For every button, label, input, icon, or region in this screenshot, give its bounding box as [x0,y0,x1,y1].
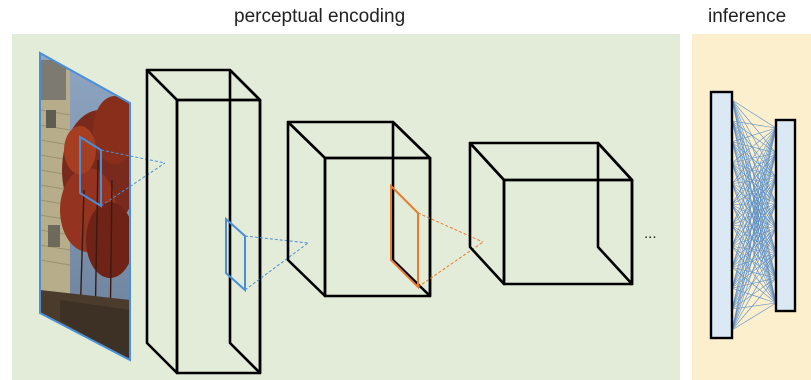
network-link [731,152,777,331]
network-link [731,127,777,289]
network-link [731,120,777,129]
network-link [731,225,777,304]
network-link [731,127,777,205]
network-link [731,127,777,184]
network-link [731,202,777,331]
network-link [731,246,777,304]
network-link [731,267,777,304]
network-link [731,277,777,331]
input-layer [709,90,734,340]
network-link [731,202,777,268]
output-layer [774,118,797,313]
conv-layer-3 [468,141,634,286]
network-link [731,152,777,289]
network-link [731,225,777,254]
network-link [731,127,777,247]
network-link [731,177,777,268]
network-link [731,152,777,226]
network-link [731,127,777,226]
network-link [731,127,777,143]
ellipsis: ... [644,225,657,242]
network-link [731,246,777,279]
network-link [731,225,777,279]
inference-title: inference [708,6,787,27]
conv-layer-1 [145,68,262,375]
network-link [731,152,777,247]
network-link [731,227,777,331]
network-link [731,152,777,268]
network-link [731,302,777,331]
projection-2 [244,235,309,291]
network-link [731,202,777,310]
network-link [731,152,777,310]
network-link [731,202,777,205]
network-link [731,177,777,247]
network-link [731,252,777,331]
network-link [731,202,777,226]
projection-1 [100,149,166,207]
conv-layer-2 [286,120,432,298]
network-link [731,127,777,310]
perceptual-encoding-title: perceptual encoding [234,6,406,27]
network-link [731,177,777,310]
fully-connected-links [731,99,777,331]
network-link [731,177,777,331]
network-link [731,202,777,247]
input-image [39,51,131,362]
network-link [731,99,777,129]
network-link [731,202,777,289]
network-link [731,177,777,226]
network-link [731,127,777,331]
network-link [731,127,777,163]
network-link [731,177,777,289]
network-link [731,127,777,268]
